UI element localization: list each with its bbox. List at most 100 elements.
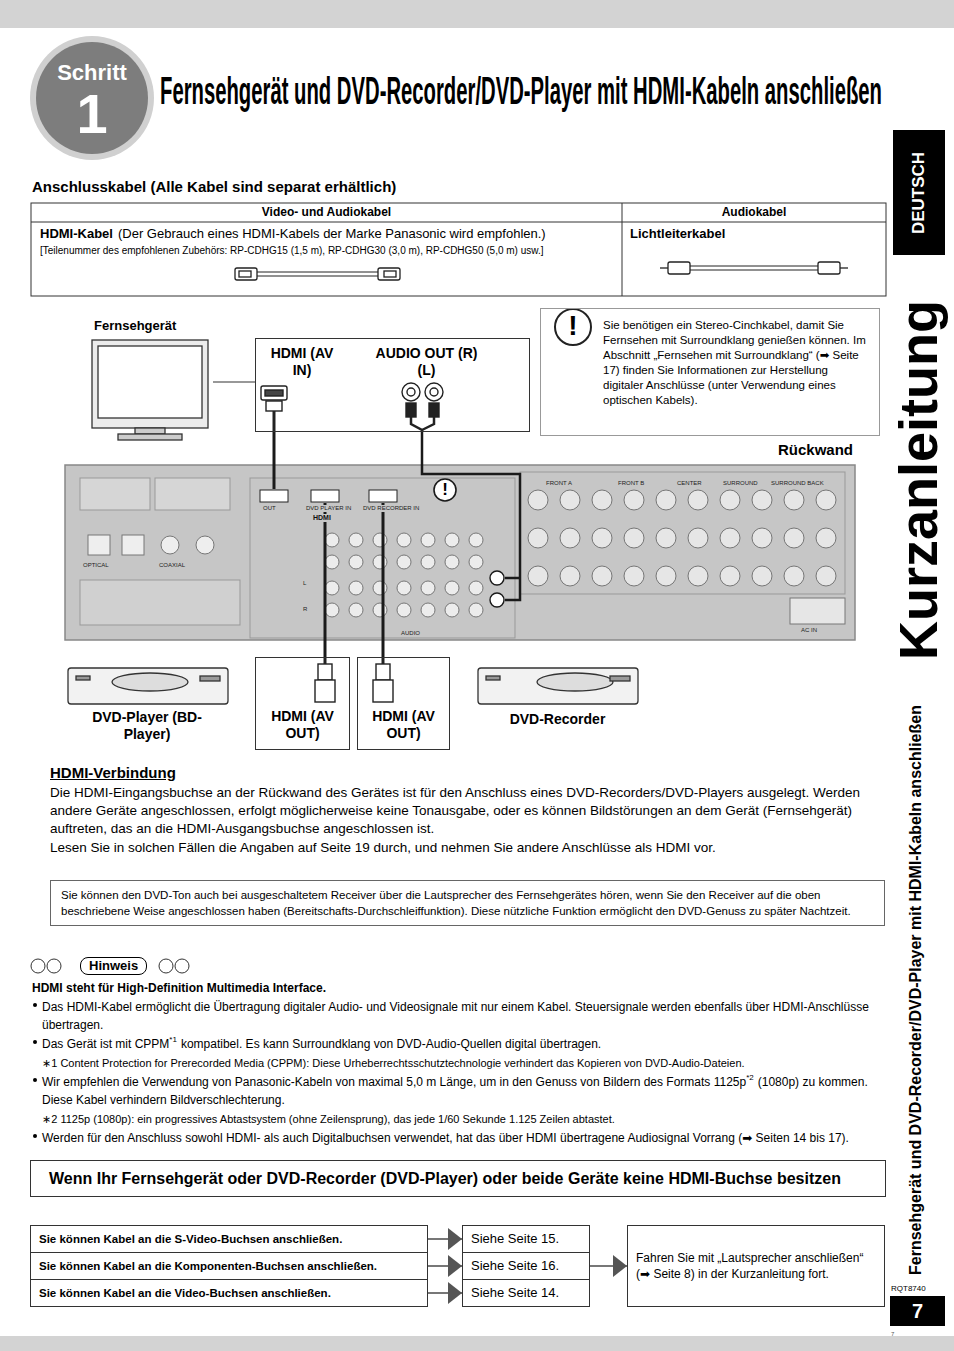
node-text: AUDIO OUT (R) (L) — [374, 345, 479, 379]
terminal — [397, 533, 411, 547]
label-text: 7 — [891, 1330, 894, 1338]
drawing-part — [80, 478, 150, 510]
terminal — [373, 533, 387, 547]
node-text: DVD-Recorder — [475, 711, 640, 728]
drawing-part — [382, 657, 385, 664]
drawing-part — [505, 577, 520, 580]
terminal — [752, 528, 772, 548]
page-ref-box: Siehe Seite 16. — [462, 1252, 590, 1280]
drawing-part — [324, 657, 327, 664]
label-text: Fernsehgerät und DVD-Recorder/DVD-Player… — [907, 705, 925, 1275]
arrow-connector — [590, 1265, 627, 1267]
drawing-part — [422, 417, 434, 430]
no-hdmi-heading: Wenn Ihr Fernsehgerät oder DVD-Recorder … — [30, 1160, 886, 1197]
drawing-part — [378, 268, 400, 280]
drawing-part — [622, 203, 623, 296]
label-text: AC IN — [800, 627, 818, 634]
paragraph: ∗1 Content Protection for Prerecorded Me… — [32, 1053, 885, 1071]
drawing-part — [660, 267, 668, 268]
drawing-part — [315, 680, 335, 702]
drawing-part — [273, 411, 276, 432]
label-text: HDMI — [312, 514, 332, 522]
terminal — [816, 528, 836, 548]
label-text: FRONT B — [617, 480, 645, 487]
terminal — [325, 533, 339, 547]
drawing-part — [382, 503, 385, 640]
label-text: Hinweis — [80, 957, 147, 975]
receiver-rear-panel — [65, 465, 855, 640]
paragraph-text: ∗1 Content Protection for Prerecorded Me… — [42, 1057, 745, 1069]
terminal — [784, 566, 804, 586]
label-text: SURROUND — [722, 480, 759, 487]
terminal — [349, 603, 363, 617]
terminal — [560, 490, 580, 510]
drawing-part — [47, 959, 61, 973]
page-ref-box: Siehe Seite 15. — [462, 1225, 590, 1253]
cable — [213, 381, 255, 382]
terminal — [560, 528, 580, 548]
terminal — [752, 566, 772, 586]
label-text: Video- und Audiokabel — [31, 205, 622, 220]
paragraph-text: ∗2 1125p (1080p): ein progressives Abtas… — [42, 1113, 615, 1125]
terminal — [816, 490, 836, 510]
label-text: ! — [437, 479, 453, 501]
node-text: Rückwand — [778, 441, 853, 459]
label-text: Audiokabel — [622, 205, 886, 220]
paragraph: Werden für den Anschluss sowohl HDMI- al… — [32, 1128, 885, 1146]
terminal — [784, 490, 804, 510]
arrow-connector — [428, 1265, 462, 1267]
terminal — [373, 581, 387, 595]
drawing-part — [537, 673, 613, 691]
text-column: Die HDMI-Eingangsbuchse an der Rückwand … — [50, 783, 885, 857]
terminal — [560, 566, 580, 586]
drawing-part — [155, 478, 230, 510]
terminal — [816, 566, 836, 586]
node-text: Fernsehgerät — [88, 318, 213, 334]
paragraph-text: HDMI steht für High-Definition Multimedi… — [32, 981, 326, 995]
label-text: CENTER — [676, 480, 703, 487]
arrow-connector — [428, 1238, 462, 1240]
terminal — [624, 566, 644, 586]
drawing-part — [255, 272, 380, 273]
drawing-part — [266, 401, 282, 411]
language-tab: DEUTSCH — [893, 130, 945, 255]
label-text: HDMI-Verbindung — [50, 764, 176, 782]
drawing-part — [318, 664, 332, 680]
terminal — [469, 603, 483, 617]
label-text: Kurzanleitung — [890, 300, 946, 660]
label-text: R — [302, 606, 308, 613]
hdmi-cable-icon — [235, 268, 400, 280]
terminal — [445, 533, 459, 547]
drawing-part — [478, 668, 638, 704]
terminal — [656, 490, 676, 510]
terminal — [349, 581, 363, 595]
drawing-part — [790, 598, 845, 624]
label-text: HDMI-Kabel — [40, 226, 113, 242]
terminal — [325, 555, 339, 569]
terminal — [469, 533, 483, 547]
node-text: Sie können den DVD-Ton auch bei ausgesch… — [61, 887, 874, 919]
terminal — [752, 490, 772, 510]
drawing-part — [261, 386, 287, 400]
drawing-part — [311, 490, 339, 502]
drawing-part — [135, 428, 165, 434]
text-column: HDMI steht für High-Definition Multimedi… — [32, 978, 885, 1147]
page-ref-box: Siehe Seite 14. — [462, 1279, 590, 1307]
page-title: Fernsehgerät und DVD-Recorder/DVD-Player… — [160, 66, 882, 116]
cable — [421, 432, 424, 465]
drawing-part — [490, 571, 504, 585]
drawing-part — [118, 434, 182, 440]
node-text: DVD-Player (BD-Player) — [92, 709, 202, 743]
node-text: Sie können Kabel an die Komponenten-Buch… — [39, 1253, 377, 1279]
terminal — [688, 528, 708, 548]
drawing-part — [422, 465, 520, 600]
tv-jack-panel: HDMI (AV IN)AUDIO OUT (R) (L) — [255, 338, 530, 432]
terminal — [624, 528, 644, 548]
drawing-part — [324, 503, 327, 640]
bullet-dot — [33, 1003, 37, 1007]
label-text: OUT — [262, 505, 277, 512]
drawing-part — [434, 479, 456, 501]
tv-drawing — [92, 340, 208, 440]
paragraph: Die HDMI-Eingangsbuchse an der Rückwand … — [50, 783, 885, 837]
